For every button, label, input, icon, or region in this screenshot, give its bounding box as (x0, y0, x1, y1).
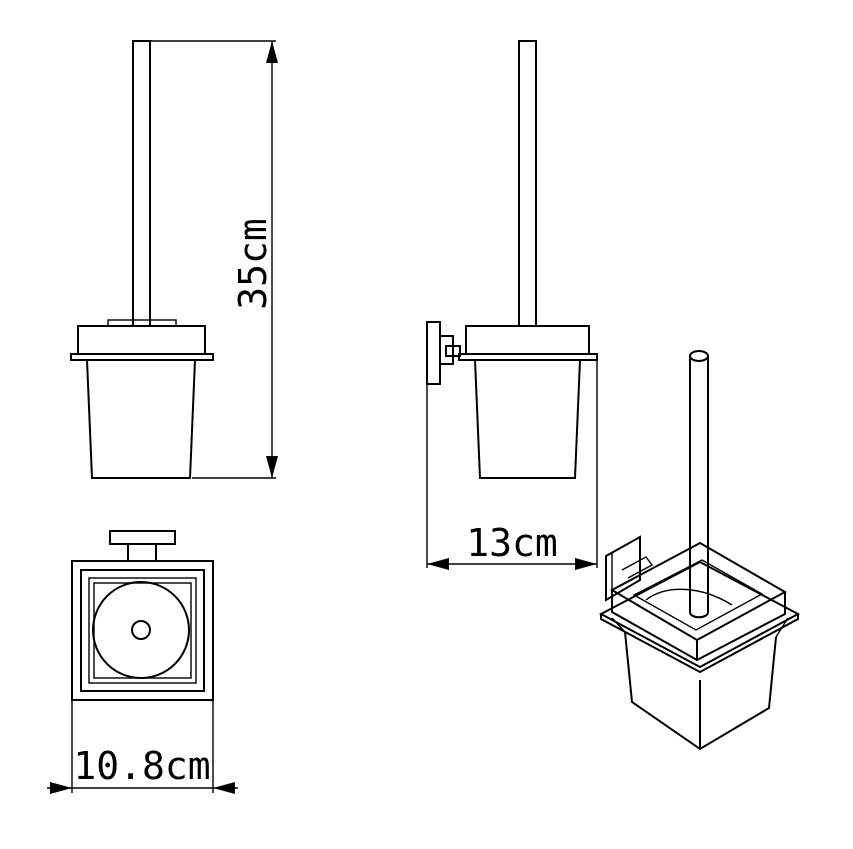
front-cup (86, 359, 196, 479)
iso-wall-bracket (605, 535, 641, 602)
iso-lid-flange (598, 560, 801, 669)
side-arm-lower (445, 345, 461, 357)
side-lid (465, 325, 590, 355)
height-dimension (150, 40, 278, 479)
top-inner-square (80, 569, 205, 692)
front-brush-handle (132, 40, 151, 327)
top-bracket-arm (127, 543, 157, 562)
depth-dimension (426, 360, 598, 570)
top-outer-square (71, 560, 214, 701)
iso-handle-cap (689, 350, 709, 362)
front-lid-flange (70, 353, 214, 361)
side-arm-upper (439, 335, 454, 365)
width-dimension (47, 700, 238, 794)
iso-brush-handle (689, 356, 709, 619)
side-view (426, 40, 598, 479)
depth-label: 13cm (466, 521, 558, 565)
side-lid-flange (458, 353, 598, 361)
top-handle-circle (131, 620, 151, 640)
top-cup-square (88, 577, 197, 684)
front-view (70, 40, 214, 479)
front-lid (77, 325, 206, 355)
side-brush-handle (518, 40, 537, 327)
top-view (71, 530, 214, 701)
side-wall-plate (426, 321, 441, 385)
iso-lid-opening (632, 559, 764, 631)
height-label: 35cm (231, 218, 275, 310)
side-cup (474, 359, 581, 479)
top-brush-circle (92, 581, 190, 679)
isometric-view (598, 350, 801, 751)
top-bracket-plate (109, 530, 176, 545)
width-label: 10.8cm (73, 744, 210, 788)
